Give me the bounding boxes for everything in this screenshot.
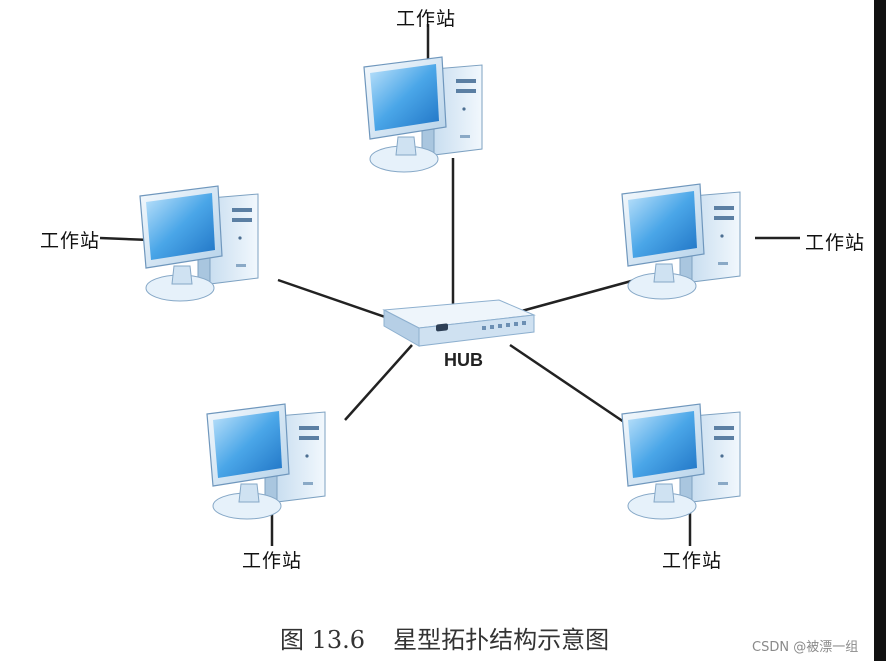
watermark: CSDN @被漂一组 <box>752 640 859 655</box>
link-left <box>277 278 389 320</box>
workstation-label-bottom-left: 工作站 <box>242 550 303 572</box>
workstation-label-bottom-right: 工作站 <box>662 550 723 572</box>
workstation-bottom-left-computer <box>206 403 326 520</box>
figure-title: 星型拓扑结构示意图 <box>393 626 610 654</box>
leader-left <box>99 236 151 242</box>
connection-lines <box>99 24 800 546</box>
right-edge-bar <box>874 0 886 661</box>
hub-label: HUB <box>444 350 483 370</box>
figure-caption: 图 13.6 星型拓扑结构示意图 <box>270 620 609 655</box>
workstation-label-top: 工作站 <box>396 8 457 30</box>
workstation-bottom-right-computer <box>621 403 741 520</box>
workstation-label-left: 工作站 <box>40 230 101 252</box>
figure-number: 图 13.6 <box>280 626 366 654</box>
workstation-label-right: 工作站 <box>805 232 866 254</box>
link-bottom-left <box>344 344 413 421</box>
link-bottom-right <box>509 343 625 424</box>
hub-device <box>383 299 535 347</box>
workstation-left-computer <box>139 185 259 302</box>
workstation-right-computer <box>621 183 741 300</box>
workstation-top-computer <box>363 56 483 173</box>
link-right <box>517 278 636 314</box>
